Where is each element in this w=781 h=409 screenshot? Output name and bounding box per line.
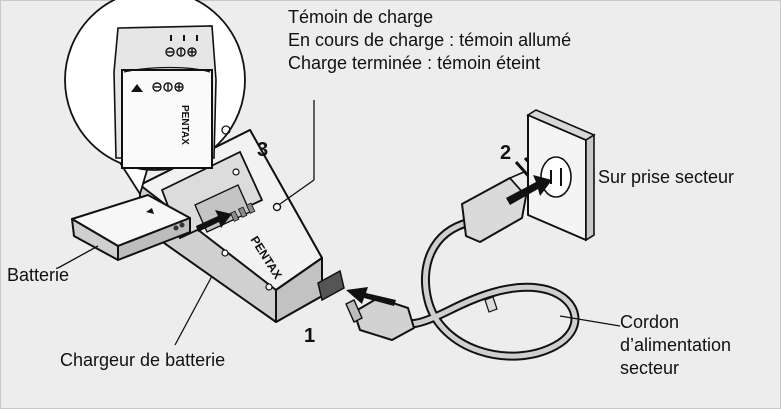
- plug-arrow: [506, 175, 552, 205]
- insert-arrow: [196, 210, 232, 232]
- power-cord: [393, 217, 580, 361]
- leader-charge-lamp-2: [279, 179, 315, 205]
- ac-inlet: [317, 269, 345, 302]
- cord-label-line3: secteur: [620, 358, 680, 378]
- charge-lamp-title: Témoin de charge: [288, 7, 434, 27]
- battery-logo: PENTAX: [179, 105, 190, 145]
- leader-lines: [57, 100, 621, 346]
- cord-label-line2: d’alimentation: [620, 335, 732, 355]
- wall-outlet: [526, 109, 596, 242]
- charger-label: Chargeur de batterie: [60, 350, 226, 370]
- charge-lamp: [272, 202, 282, 212]
- step-1-number: 1: [304, 325, 316, 347]
- leader-battery: [57, 245, 99, 269]
- step-2-number: 2: [500, 142, 512, 164]
- cord-label-line1: Cordon: [620, 312, 680, 332]
- battery-detail-inset: PENTAX: [64, 0, 246, 197]
- charging-lamp-on-note: En cours de charge : témoin allumé: [288, 30, 572, 50]
- battery: [71, 194, 191, 261]
- outlet-label: Sur prise secteur: [598, 167, 735, 187]
- step-3-number: 3: [257, 139, 269, 161]
- battery-label: Batterie: [7, 265, 70, 285]
- leader-charger: [174, 275, 213, 346]
- leader-cord: [559, 315, 621, 327]
- ac-plug: [345, 297, 415, 341]
- charged-lamp-off-note: Charge terminée : témoin éteint: [288, 53, 541, 73]
- inlet-arrow: [346, 287, 396, 306]
